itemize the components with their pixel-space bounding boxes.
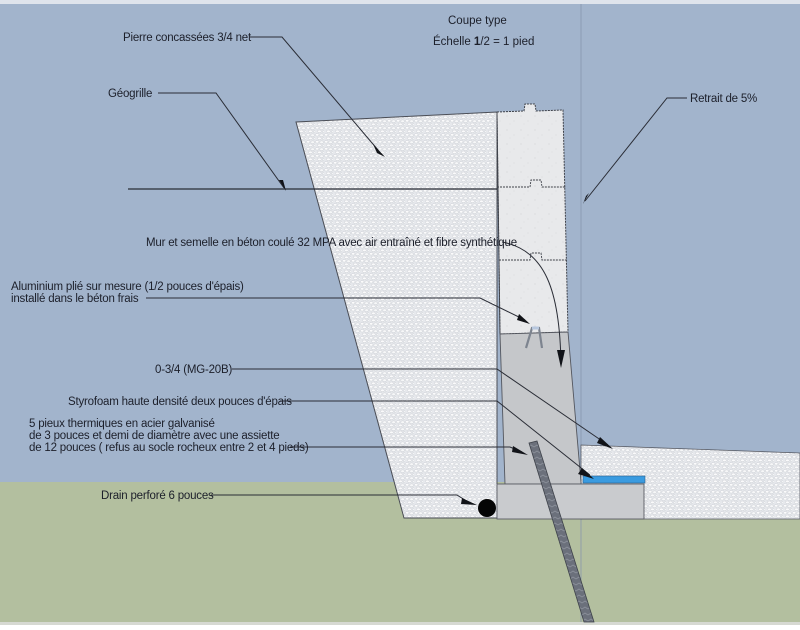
label-aluminium-line2: installé dans le béton frais [11,293,139,305]
arrowhead-aluminium [517,314,530,324]
arrowhead-geogrid [279,180,286,191]
label-geogrid: Géogrille [108,88,152,100]
label-crushed-stone: Pierre concassées 3/4 net [123,32,252,44]
arrowhead-styrofoam [578,468,594,479]
label-setback: Retrait de 5% [690,93,757,105]
title-scale-prefix: Échelle [433,35,474,48]
arrowhead-crushed-stone [373,144,385,157]
label-piles-line2: de 3 pouces et demi de diamètre avec une… [29,430,279,442]
title-line1: Coupe type [448,15,507,27]
styrofoam-insulation [582,475,646,484]
top-edge [0,0,800,4]
label-drain: Drain perforé 6 pouces [101,490,214,502]
leader-setback [584,97,687,202]
block-joint-2 [499,252,567,261]
leader-wall-footing [501,241,562,366]
thermal-pile [528,440,595,623]
leader-styrofoam [280,400,591,476]
leader-crushed-stone [250,36,379,151]
bottom-edge [0,622,800,625]
label-mg20b: 0-3/4 (MG-20B) [155,364,232,376]
label-styrofoam: Styrofoam haute densité deux pouces d'ép… [68,396,292,408]
title-scale-rest: /2 = 1 pied [480,36,534,48]
label-piles-line1: 5 pieux thermiques en acier galvanisé [29,418,215,430]
arrowhead-piles [512,446,528,455]
title-scale: Échelle 1/2 = 1 pied [433,35,534,48]
concrete-wall-stem [499,331,582,485]
concrete-footing [496,483,645,520]
leader-geogrid [158,92,285,189]
leader-mg20b [232,368,609,446]
title-scale-bold: 1 [474,36,481,48]
arrowhead-drain [461,498,477,505]
concrete-wall-upper [496,103,569,335]
label-wall-footing: Mur et semelle en béton coulé 32 MPA ave… [146,237,517,249]
block-joint-1 [497,179,566,188]
arrowhead-setback [583,193,589,204]
leader-aluminium [146,297,526,321]
label-aluminium-line1: Aluminium plié sur mesure (1/2 pouces d'… [11,281,244,293]
arrowhead-mg20b [597,437,613,449]
label-piles-line3: de 12 pouces ( refus au socle rocheux en… [29,442,309,454]
wall-gravel-divider [496,111,501,335]
arrowhead-wall-footing [557,350,565,368]
perforated-drain [478,499,496,517]
